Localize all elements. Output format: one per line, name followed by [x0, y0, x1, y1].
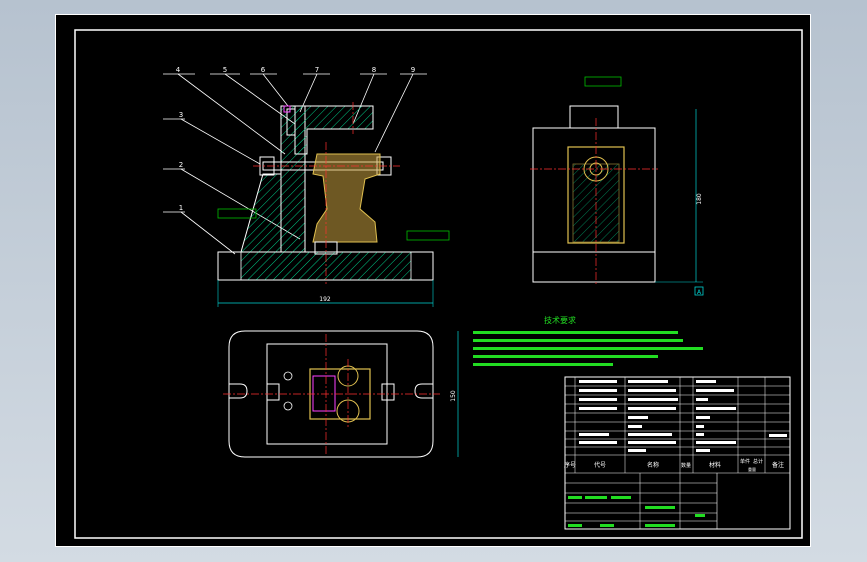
title-block-cell-text — [579, 380, 787, 452]
title-subheader-cell: 重量 — [748, 466, 756, 472]
tolerance-frame — [217, 208, 257, 219]
title-header-cell: 数量 — [681, 462, 691, 469]
title-header-cell: 材料 — [709, 461, 721, 469]
front-view: 4 5 6 7 8 9 3 2 1 — [163, 66, 450, 307]
sheet-outer-border — [55, 14, 811, 547]
side-top-block — [569, 105, 619, 129]
part-number-label: 9 — [411, 66, 415, 74]
left-slot — [229, 383, 248, 399]
title-header-cell: 单件 — [740, 458, 750, 465]
tech-req-lines — [473, 331, 703, 366]
part-number-label: 2 — [179, 161, 183, 169]
title-header-cell: 序号 — [564, 461, 576, 469]
cad-drawing: 4 5 6 7 8 9 3 2 1 — [55, 14, 811, 547]
title-header-cell: 总计 — [753, 458, 763, 465]
tolerance-frame — [584, 76, 622, 87]
part-number-label: 5 — [223, 66, 227, 74]
dim-top-height-label: 150 — [450, 390, 457, 402]
top-base-outline — [228, 330, 434, 458]
workpiece — [312, 153, 381, 243]
title-block-lower-text — [568, 496, 705, 527]
part-number-label: 8 — [372, 66, 376, 74]
right-slot — [414, 383, 433, 399]
dim-width-label: 192 — [319, 296, 331, 303]
part-number-label: 1 — [179, 204, 183, 212]
bolt-hole — [283, 401, 293, 411]
dim-height-label: 180 — [696, 193, 703, 205]
highlight-mark — [283, 105, 291, 113]
title-header-cell: 代号 — [594, 461, 606, 469]
top-view: 150 — [223, 330, 459, 458]
tolerance-frame — [406, 230, 450, 241]
technical-requirements: 技术要求 — [473, 315, 703, 366]
title-block — [564, 376, 791, 530]
title-header-cell: 名称 — [647, 461, 659, 469]
top-pin — [286, 108, 296, 136]
gusset-section — [240, 173, 282, 253]
top-arm-section — [294, 105, 374, 155]
part-number-label: 6 — [261, 66, 266, 74]
side-view: 180 A — [530, 76, 704, 296]
title-header-cell: 备注 — [772, 461, 784, 469]
top-center-lines — [223, 334, 440, 454]
sheet-inner-border — [74, 29, 803, 539]
cad-viewport[interactable]: 4 5 6 7 8 9 3 2 1 — [55, 14, 811, 547]
part-number-label: 7 — [315, 66, 319, 74]
side-base — [532, 251, 656, 283]
datum-box — [694, 286, 704, 296]
tech-req-title: 技术要求 — [544, 315, 576, 325]
side-center-lines — [530, 118, 658, 284]
bolt-hole — [283, 371, 293, 381]
top-highlight — [312, 375, 336, 412]
part-number-label: 3 — [179, 111, 183, 119]
top-nut-left — [266, 383, 280, 401]
part-number-label: 4 — [176, 66, 181, 74]
top-nut-right — [381, 383, 395, 401]
front-center-lines — [253, 102, 400, 284]
datum-label: A — [697, 289, 702, 296]
